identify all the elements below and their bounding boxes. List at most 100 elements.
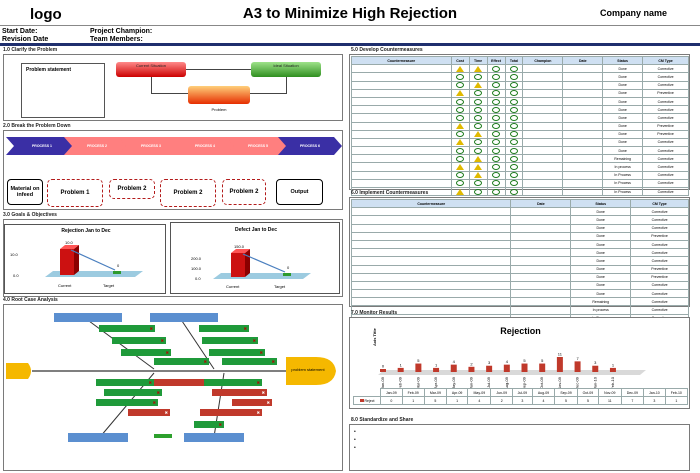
rca-problem-statement: problem statement [291,367,325,372]
goal-defect-plot [213,249,311,279]
section-title-breakdown: 2.0 Break the Problem Down [3,123,71,129]
warning-triangle-icon [474,131,483,138]
ok-circle-icon [509,131,518,138]
cm-cell-status: Done [602,137,644,148]
goal-defect-ytick-2: 100.0 [191,266,202,271]
warning-triangle-icon [474,82,483,89]
bar-Aug-09 [503,364,510,372]
cm-cell-text [351,96,452,107]
cause-bar-18: ✖ [194,421,224,428]
tick-label-Jun-09: Jun-09 [468,376,473,389]
rca-panel: problem statement ✖ ✖ ✖ ✖ ✖ ✖ ✖ ✖ ✖ ✖ ✖ … [3,304,343,471]
cm-cell-type: Corrective [642,80,689,90]
develop-panel: Countermeasure Cost Time Effect Total Ch… [349,54,690,197]
cm-header-countermeasure: Countermeasure [351,55,452,66]
ok-circle-icon [509,114,518,121]
imp-cell-type: Preventive [630,272,689,282]
problem-box-2: Problem 2 [109,179,155,199]
cm-cell-text [351,146,452,156]
process-6: PROCESS 6 [299,144,321,148]
cm-rating-cell [504,137,524,148]
cm-cell-type: Corrective [642,162,689,172]
cause-bar-7: ✖ [209,349,265,356]
table-value-Jul-09: 3 [511,396,533,406]
bar-Oct-09 [539,363,546,372]
tick-label-Apr-09: Apr-09 [433,376,438,389]
goal-defect-ytick-3: 0.0 [195,276,201,281]
data-label-Nov-09: 11 [558,352,563,357]
cm-rating-cell [486,96,506,107]
cm-cell-champion [522,137,564,148]
imp-cell-text [350,264,512,274]
tick-label-Jan-10: Jan-10 [592,376,597,389]
table-category-Feb-10: Feb-10 [664,387,689,398]
logo: logo [30,6,62,23]
cause-bar-1: ✖ [99,325,155,332]
material-infeed-box: Material on infeed [7,179,43,205]
ok-circle-icon [492,131,501,138]
legend-reject: Reject [353,396,381,406]
cm-cell-type: Corrective [642,64,689,74]
ok-circle-icon [509,65,518,72]
cm-cell-date [562,80,604,90]
ok-circle-icon [456,114,465,121]
company-name: Company name [600,8,668,18]
ok-circle-icon [492,106,501,113]
imp-cell-date [510,297,572,307]
cm-rating-cell [486,88,506,98]
header-divider [0,25,700,26]
table-category-Jun-09: Jun-09 [490,387,513,398]
section-title-standardize: 8.0 Standardize and Share [351,417,414,423]
imp-cell-date [510,272,572,282]
data-label-Jan-09: 0 [382,364,385,369]
warning-triangle-icon [474,164,483,171]
cm-cell-type: Corrective [642,154,689,164]
table-category-Jan-09: Jan-09 [380,387,403,398]
cm-cell-date [562,88,604,98]
imp-cell-text [350,289,512,299]
section-title-clarify: 1.0 Clarify the Problem [3,47,58,53]
data-label-Aug-09: 4 [506,359,509,364]
ok-circle-icon [509,164,518,171]
cm-rating-cell [468,162,488,172]
table-value-May-09: 4 [467,396,492,406]
imp-cell-date [510,264,572,274]
cm-cell-date [562,186,604,197]
warning-triangle-icon [456,123,465,130]
imp-cell-status: Done [570,223,632,233]
cm-cell-text [351,113,452,123]
cm-cell-text [351,178,452,189]
cm-rating-cell [450,80,470,90]
imp-header-cm-type: CM Type [630,198,689,209]
cm-cell-champion [522,129,564,139]
imp-cell-status: Done [570,248,632,258]
cm-cell-type: Preventive [642,129,689,139]
cm-cell-type: Corrective [642,178,689,189]
ok-circle-icon [492,73,501,80]
cause-bar-16: ✖ [232,399,272,406]
cm-cell-status: Done [602,113,644,123]
bar-Apr-09 [433,367,440,372]
imp-header-countermeasure: Countermeasure [350,198,512,209]
cm-header-time: Time [468,55,488,66]
imp-cell-type: Corrective [630,256,689,266]
data-label-Mar-09: 5 [417,358,420,363]
imp-cell-type: Corrective [630,239,689,250]
cm-cell-champion [522,96,564,107]
cm-cell-text [351,88,452,98]
goal-rejection-ytick-2: 0.0 [13,273,19,278]
data-label-Dec-09: 7 [576,356,579,361]
cm-rating-cell [450,170,470,180]
table-value-Aug-09: 4 [531,396,556,406]
